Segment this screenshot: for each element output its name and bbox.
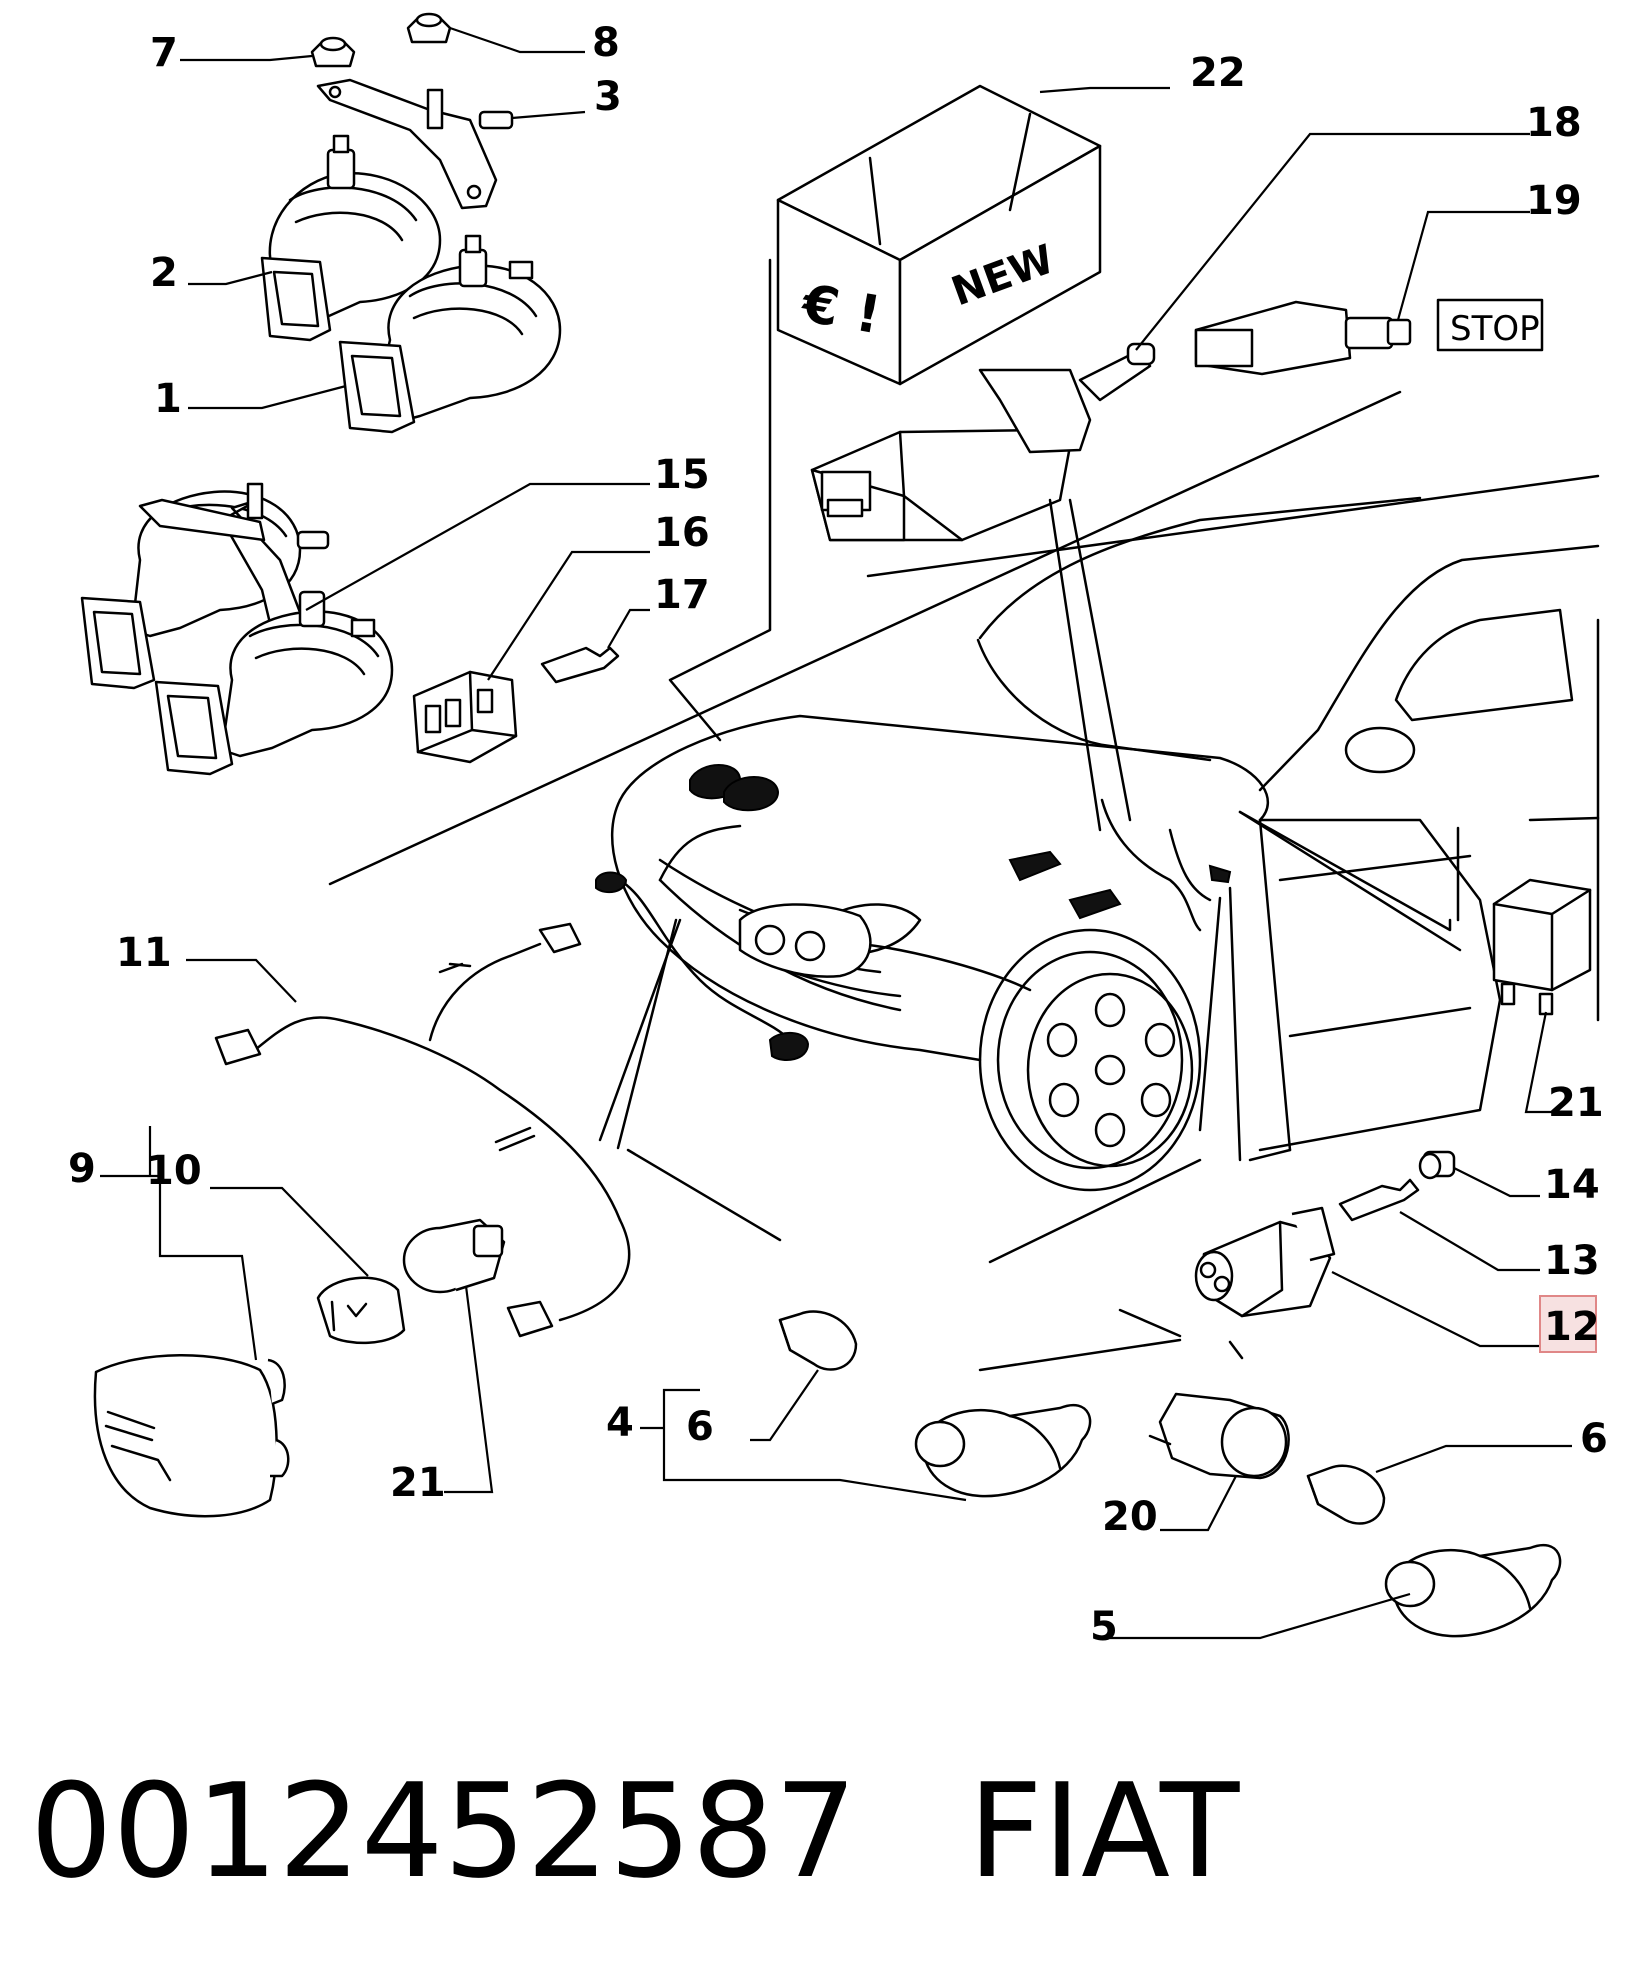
callout-14: 14 bbox=[1544, 1162, 1600, 1208]
callout-18: 18 bbox=[1526, 100, 1582, 146]
footer: 0012452587 FIAT bbox=[30, 1755, 1240, 1907]
callout-8: 8 bbox=[592, 20, 620, 66]
nut-part-7 bbox=[310, 36, 356, 68]
leader-6-right bbox=[1375, 1444, 1572, 1474]
connector-part-12 bbox=[1194, 1206, 1544, 1348]
stop-label-box bbox=[1436, 298, 1544, 352]
leader-15 bbox=[305, 482, 650, 611]
nut-part-8 bbox=[406, 12, 452, 44]
harness-part-11 bbox=[186, 922, 631, 1338]
side-light-part-5 bbox=[1110, 1543, 1562, 1640]
leader-1 bbox=[188, 384, 347, 410]
callout-21-right: 21 bbox=[1548, 1080, 1604, 1126]
leader-21-left bbox=[444, 1285, 494, 1494]
leader-22 bbox=[1039, 86, 1170, 94]
plug-part-14 bbox=[1418, 1150, 1540, 1198]
box-euro-label: € ! bbox=[797, 274, 885, 347]
bulb-part-10 bbox=[210, 1186, 406, 1345]
callout-4: 4 bbox=[606, 1400, 634, 1446]
leader-17 bbox=[607, 608, 650, 649]
callout-15: 15 bbox=[654, 452, 710, 498]
brake-switch-part-18 bbox=[810, 132, 1530, 542]
callout-21-left: 21 bbox=[390, 1460, 446, 1506]
callout-13: 13 bbox=[1544, 1238, 1600, 1284]
brand-name: FIAT bbox=[968, 1755, 1240, 1907]
callout-5: 5 bbox=[1090, 1604, 1118, 1650]
connector-part-16 bbox=[412, 550, 650, 764]
package-box-part-22: NEW € ! bbox=[776, 84, 1170, 386]
leader-9 bbox=[100, 1174, 258, 1361]
horn-assembly-top bbox=[180, 12, 586, 434]
callout-6-right: 6 bbox=[1580, 1416, 1608, 1462]
side-light-part-4 bbox=[640, 1388, 1092, 1502]
callout-12: 12 bbox=[1544, 1304, 1600, 1350]
stop-label: STOP bbox=[1450, 309, 1540, 349]
bulb-part-6-right bbox=[1306, 1444, 1572, 1525]
callout-17: 17 bbox=[654, 572, 710, 618]
horn-part-1 bbox=[338, 234, 562, 434]
leader-6-left bbox=[750, 1369, 819, 1442]
side-repeater-part-9 bbox=[93, 1126, 290, 1518]
leader-11 bbox=[186, 958, 297, 1003]
socket-part-20 bbox=[1148, 1392, 1290, 1532]
relay-part-21-right bbox=[1492, 878, 1592, 1114]
part-number: 0012452587 bbox=[30, 1755, 857, 1907]
terminal-part-13 bbox=[1338, 1178, 1540, 1272]
leader-14 bbox=[1453, 1167, 1540, 1198]
callout-labels: 7 8 3 2 1 15 16 17 22 18 19 11 9 10 21 4… bbox=[68, 20, 1608, 1650]
callout-3: 3 bbox=[594, 74, 622, 120]
leader-7 bbox=[180, 54, 313, 62]
leader-21-right bbox=[1524, 1011, 1560, 1114]
leader-4 bbox=[640, 1388, 967, 1502]
callout-22: 22 bbox=[1190, 50, 1246, 96]
callout-1: 1 bbox=[154, 376, 182, 422]
stop-switch-part-19: STOP bbox=[1194, 210, 1544, 376]
callout-7: 7 bbox=[150, 30, 178, 76]
terminal-part-17 bbox=[540, 608, 650, 684]
leader-20 bbox=[1160, 1475, 1237, 1532]
socket-part-21-left bbox=[402, 1218, 506, 1494]
callout-19: 19 bbox=[1526, 178, 1582, 224]
leader-8 bbox=[449, 26, 585, 54]
leader-10 bbox=[210, 1186, 369, 1277]
horn-part-2 bbox=[260, 134, 442, 342]
leader-5 bbox=[1110, 1592, 1411, 1640]
leader-19 bbox=[1396, 210, 1530, 321]
explode-lines bbox=[598, 258, 1462, 1372]
callout-16: 16 bbox=[654, 510, 710, 556]
callout-10: 10 bbox=[146, 1148, 202, 1194]
leader-18 bbox=[1135, 132, 1530, 351]
leader-12 bbox=[1331, 1271, 1544, 1348]
leader-13 bbox=[1399, 1211, 1540, 1272]
bracket-part-3 bbox=[316, 78, 514, 210]
horn-assembly-15 bbox=[80, 482, 650, 776]
callout-9: 9 bbox=[68, 1146, 96, 1192]
car-outline bbox=[328, 390, 1600, 1192]
leader-3 bbox=[511, 110, 586, 120]
leader-2 bbox=[188, 270, 273, 286]
callout-20: 20 bbox=[1102, 1494, 1158, 1540]
callout-2: 2 bbox=[150, 250, 178, 296]
callout-11: 11 bbox=[116, 930, 172, 976]
leader-16 bbox=[487, 550, 650, 681]
callout-6-left: 6 bbox=[686, 1404, 714, 1450]
wheel bbox=[978, 928, 1202, 1192]
bulb-part-6-left bbox=[750, 1310, 858, 1442]
highlight-callout-12-box bbox=[1539, 1295, 1597, 1353]
